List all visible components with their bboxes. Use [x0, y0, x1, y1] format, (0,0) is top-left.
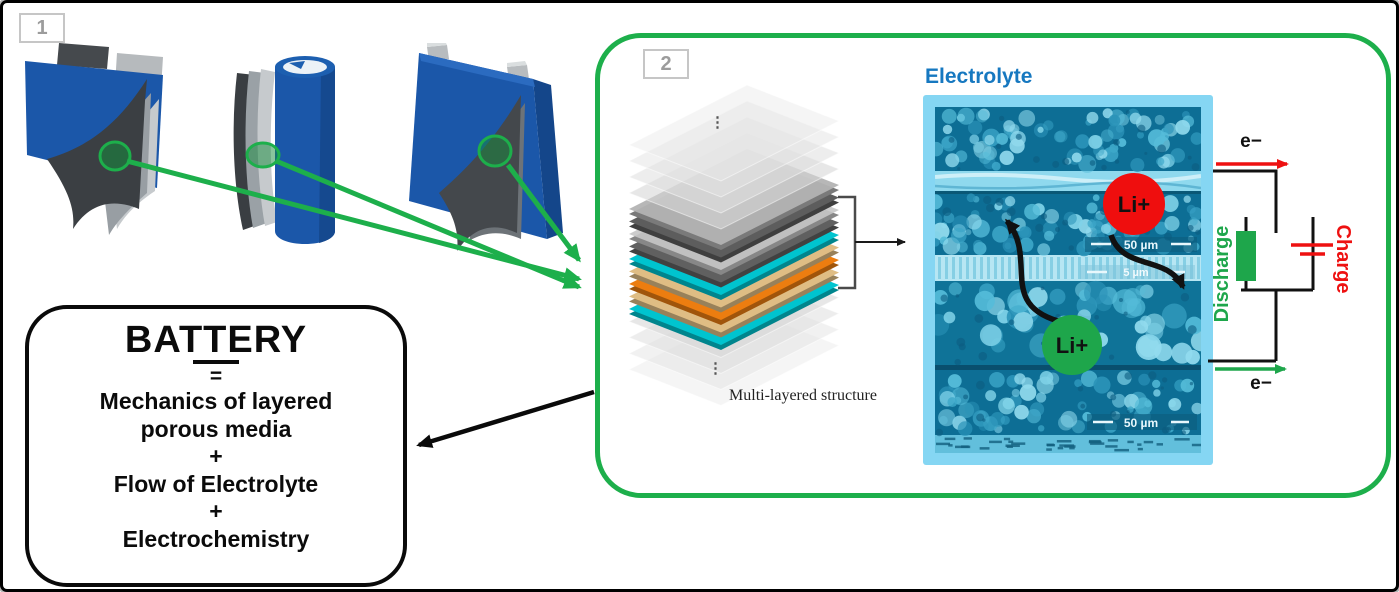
sem-micrograph: 50 µm 5 µm 50 µm Li+ Li+: [923, 95, 1213, 465]
li-ion-green-label: Li+: [1056, 333, 1088, 358]
discharge-label: Discharge: [1210, 225, 1233, 323]
pouch-zoom-circle: [98, 140, 132, 172]
panel-2-number: 2: [660, 52, 672, 75]
ion-arrow-down: [1108, 233, 1186, 290]
multilayer-stack: [627, 84, 841, 407]
panel-1-number: 1: [36, 16, 48, 39]
electron-label-bottom: e−: [1250, 373, 1272, 394]
discharge-resistor: [1236, 231, 1256, 281]
sem-scalebar-top: 50 µm: [1085, 237, 1197, 252]
ion-arrow-up: [1004, 218, 1059, 324]
stack-ellipsis-top: ⋮: [710, 114, 725, 131]
equation-arrow: [416, 389, 595, 448]
li-ion-red-label: Li+: [1118, 192, 1150, 217]
stack-ellipsis-bottom: ⋮: [708, 360, 723, 377]
equation-line-1: Mechanics of layered: [99, 388, 333, 415]
scalebar-mid-label: 5 µm: [1123, 267, 1149, 279]
equation-equals: =: [209, 365, 223, 388]
equation-line-3: Flow of Electrolyte: [113, 470, 319, 497]
charge-label: Charge: [1332, 224, 1355, 294]
external-circuit: [1208, 159, 1333, 374]
cyl-top-notch: [289, 61, 305, 69]
pouch-cell-illustration: [25, 43, 163, 235]
stack-bracket-arrow: [838, 195, 906, 290]
scalebar-top-label: 50 µm: [1124, 238, 1158, 252]
scalebar-bottom-label: 50 µm: [1124, 416, 1158, 430]
equation-underline: [193, 360, 239, 364]
ion-path-arrows: [1004, 218, 1186, 324]
panel-1-badge: 1: [19, 13, 65, 43]
bracket-shape: [838, 195, 857, 290]
pouch-tab-dark: [57, 43, 109, 69]
cyl-body-shade: [319, 67, 335, 243]
equation-line-2: porous media: [140, 415, 292, 442]
equation-plus-1: +: [209, 443, 223, 470]
pouch-layer-curl: [47, 79, 147, 229]
sem-image: 50 µm 5 µm 50 µm: [935, 107, 1201, 453]
equation-line-4: Electrochemistry: [122, 526, 310, 553]
wire-top: [1213, 169, 1278, 233]
equation-title: BATTERY: [124, 319, 308, 361]
lithium-ion-green: Li+: [1042, 315, 1102, 375]
cyl-zoom-circle: [245, 141, 281, 169]
equation-plus-2: +: [209, 498, 223, 525]
electron-label-top: e−: [1240, 131, 1262, 152]
sem-scalebar-bottom: 50 µm: [1087, 414, 1197, 430]
prismatic-zoom-circle: [477, 134, 513, 168]
prismatic-top-edge: [419, 53, 535, 87]
panel-2-badge: 2: [643, 49, 689, 79]
cylindrical-cell-illustration: [233, 56, 335, 244]
lithium-ion-red: Li+: [1103, 173, 1165, 235]
prismatic-cell-illustration: [409, 43, 563, 251]
battery-equation-box: BATTERY = Mechanics of layered porous me…: [25, 305, 407, 587]
stack-caption: Multi-layered structure: [729, 387, 877, 404]
cyl-top-face: [283, 60, 327, 74]
panel-2-box: [595, 33, 1391, 498]
electrolyte-title: Electrolyte: [925, 65, 1033, 88]
